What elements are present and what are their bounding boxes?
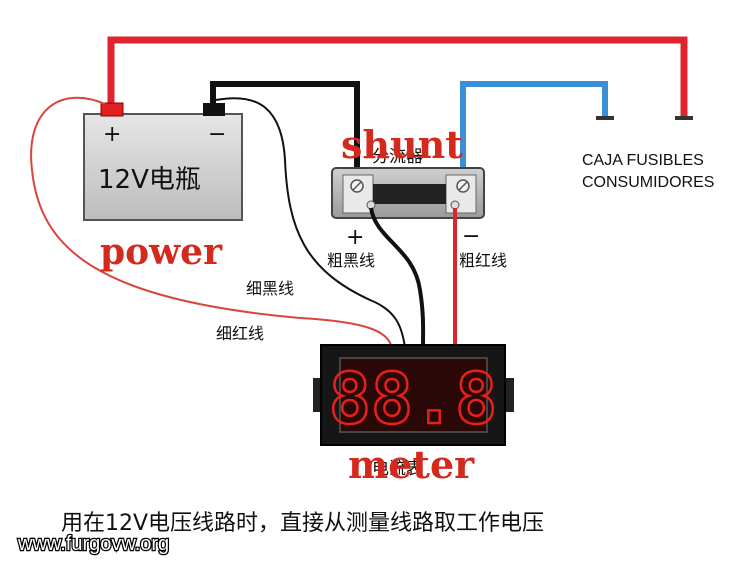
meter-cn-label: 电流表 (372, 459, 423, 479)
thin-red-label: 细红线 (216, 324, 264, 343)
shunt-cn-label: 分流器 (372, 147, 423, 167)
thin-red-wire (30, 96, 393, 349)
thick-red-label: 粗红线 (459, 251, 507, 270)
watermark: www.furgovw.org (17, 533, 169, 555)
battery-minus-sign: − (208, 122, 226, 147)
fuse-box-line2: CONSUMIDORES (582, 174, 714, 191)
shunt-right-bolt-slot (458, 181, 468, 191)
shunt-plus-label: + (346, 225, 364, 250)
fuse-terminal-positive (675, 116, 693, 120)
fuse-box-line1: CAJA FUSIBLES (582, 152, 704, 169)
battery-label: 12V电瓶 (98, 165, 201, 195)
shunt-label: shunt (341, 122, 463, 167)
battery: + − 12V电瓶 (83, 102, 243, 221)
blue-wire-load (460, 81, 608, 175)
battery-negative-terminal (203, 103, 225, 116)
thick-black-wire-sense (369, 207, 426, 349)
meter-label: meter (348, 442, 475, 487)
shunt-left-sense-screw (366, 200, 376, 210)
battery-plus-sign: + (103, 122, 121, 147)
thick-black-label: 粗黑线 (327, 251, 375, 270)
shunt (331, 167, 485, 219)
battery-positive-terminal (100, 102, 124, 117)
battery-body (83, 113, 243, 221)
shunt-resistor-bar (373, 184, 446, 204)
fuse-terminal-negative (596, 116, 614, 120)
current-meter: 88.8 (313, 344, 514, 446)
thick-red-wire-main (107, 36, 688, 118)
thin-black-label: 细黑线 (246, 279, 294, 298)
power-label: power (100, 231, 223, 273)
thick-black-wire-battery (210, 81, 360, 172)
meter-display-window (339, 357, 488, 433)
diagram-caption: 用在12V电压线路时，直接从测量线路取工作电压 (61, 511, 544, 536)
shunt-left-bolt-slot (352, 181, 362, 191)
shunt-minus-label: − (462, 224, 480, 249)
meter-display-digits: 88.8 (329, 358, 498, 440)
shunt-right-sense-screw (450, 200, 460, 210)
thin-black-wire (215, 97, 406, 349)
